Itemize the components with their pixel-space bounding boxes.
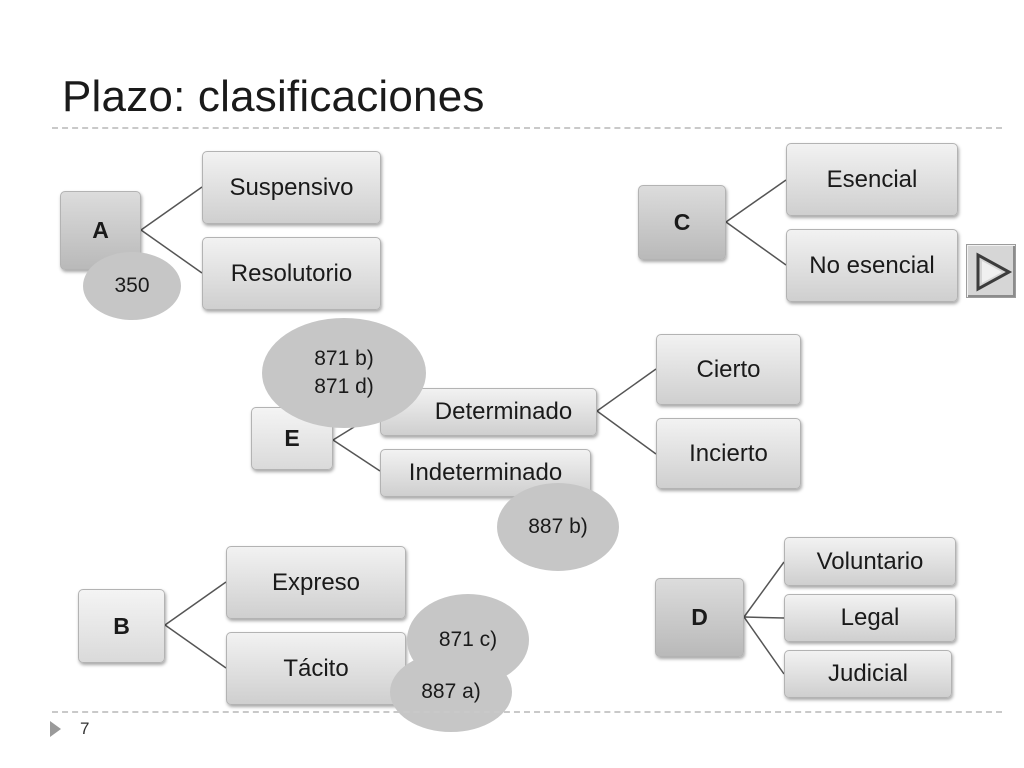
key-d: D [655, 578, 744, 657]
slide-title: Plazo: clasificaciones [62, 72, 485, 121]
leaf-suspensivo: Suspensivo [202, 151, 381, 224]
leaf-cierto: Cierto [656, 334, 801, 405]
key-a: A [60, 191, 141, 270]
play-triangle-icon [976, 252, 1013, 292]
leaf-tacito: Tácito [226, 632, 406, 705]
leaf-no-esencial: No esencial [786, 229, 958, 302]
title-divider [52, 127, 1002, 129]
leaf-legal: Legal [784, 594, 956, 642]
next-slide-button[interactable] [966, 244, 1016, 298]
article-871-d: 871 d) [314, 375, 374, 398]
page-number: 7 [80, 719, 90, 738]
key-b: B [78, 589, 165, 663]
article-bubble-887-b: 887 b) [497, 483, 619, 571]
footer-divider [52, 711, 1002, 713]
page-marker-icon [50, 721, 61, 737]
leaf-incierto: Incierto [656, 418, 801, 489]
leaf-expreso: Expreso [226, 546, 406, 619]
leaf-judicial: Judicial [784, 650, 952, 698]
leaf-voluntario: Voluntario [784, 537, 956, 586]
article-bubble-350: 350 [83, 252, 181, 320]
article-871-b: 871 b) [314, 347, 374, 370]
article-bubble-871-b-d: 871 b) 871 d) [262, 318, 426, 428]
key-c: C [638, 185, 726, 260]
leaf-resolutorio: Resolutorio [202, 237, 381, 310]
leaf-esencial: Esencial [786, 143, 958, 216]
article-bubble-887-a: 887 a) [390, 652, 512, 732]
